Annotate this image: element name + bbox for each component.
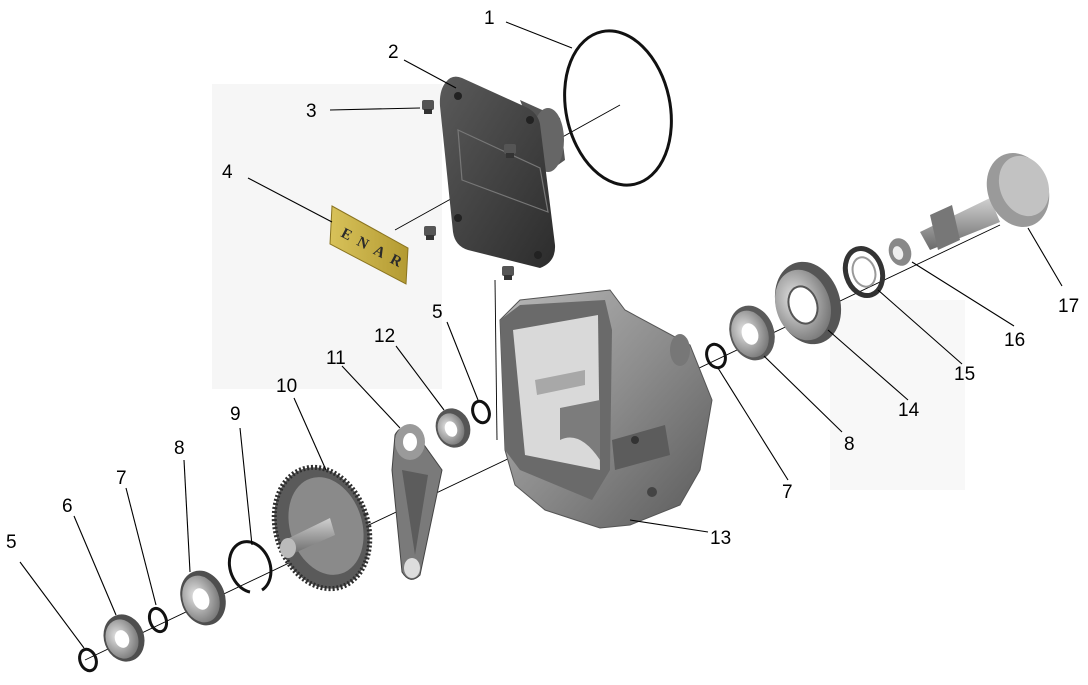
callout-label: 15 (954, 364, 975, 385)
callout-label: 12 (374, 326, 395, 347)
callout-label: 10 (276, 376, 297, 397)
large-snap-ring (227, 540, 273, 594)
small-bearing (435, 408, 471, 448)
o-ring-seal (563, 29, 673, 187)
callout-label: 1 (484, 8, 495, 29)
ball-bearing-left (180, 570, 226, 626)
large-bearing (774, 261, 842, 345)
background-panel (212, 84, 442, 389)
callout-label: 16 (1004, 330, 1025, 351)
ball-bearing-right (729, 305, 775, 361)
callout-label: 3 (306, 101, 317, 122)
connecting-rod (391, 424, 443, 580)
callout-label: 8 (844, 434, 855, 455)
background-panel (830, 300, 965, 490)
callout-label: 2 (388, 42, 399, 63)
cover-screws (422, 100, 516, 280)
cover-plate (439, 76, 565, 269)
callout-label: 6 (62, 496, 73, 517)
callout-label: 7 (782, 482, 793, 503)
callout-label: 14 (898, 400, 920, 421)
callout-label: 5 (432, 302, 443, 323)
callout-label: 13 (710, 528, 731, 549)
gear-housing (499, 289, 713, 529)
pinion-shaft (920, 153, 1050, 250)
callout-label: 4 (222, 162, 233, 183)
snap-ring-lower (78, 647, 98, 673)
callout-label: 17 (1058, 296, 1079, 317)
snap-ring-right (705, 342, 727, 370)
shaft-seal (842, 246, 886, 298)
bearing-outer (103, 614, 145, 662)
callout-label: 8 (174, 438, 185, 459)
callout-label: 11 (326, 348, 346, 369)
callout-label: 7 (116, 468, 127, 489)
spur-gear (271, 464, 373, 592)
needle-bearing (888, 238, 912, 266)
snap-ring-left (147, 606, 169, 634)
leader-lines (19, 21, 1063, 649)
callout-label: 5 (6, 532, 17, 553)
callout-labels: 1 2 3 4 5 12 11 10 9 8 7 6 5 13 7 8 14 1… (6, 8, 1079, 553)
callout-label: 9 (230, 404, 241, 425)
snap-ring-upper (471, 399, 491, 425)
